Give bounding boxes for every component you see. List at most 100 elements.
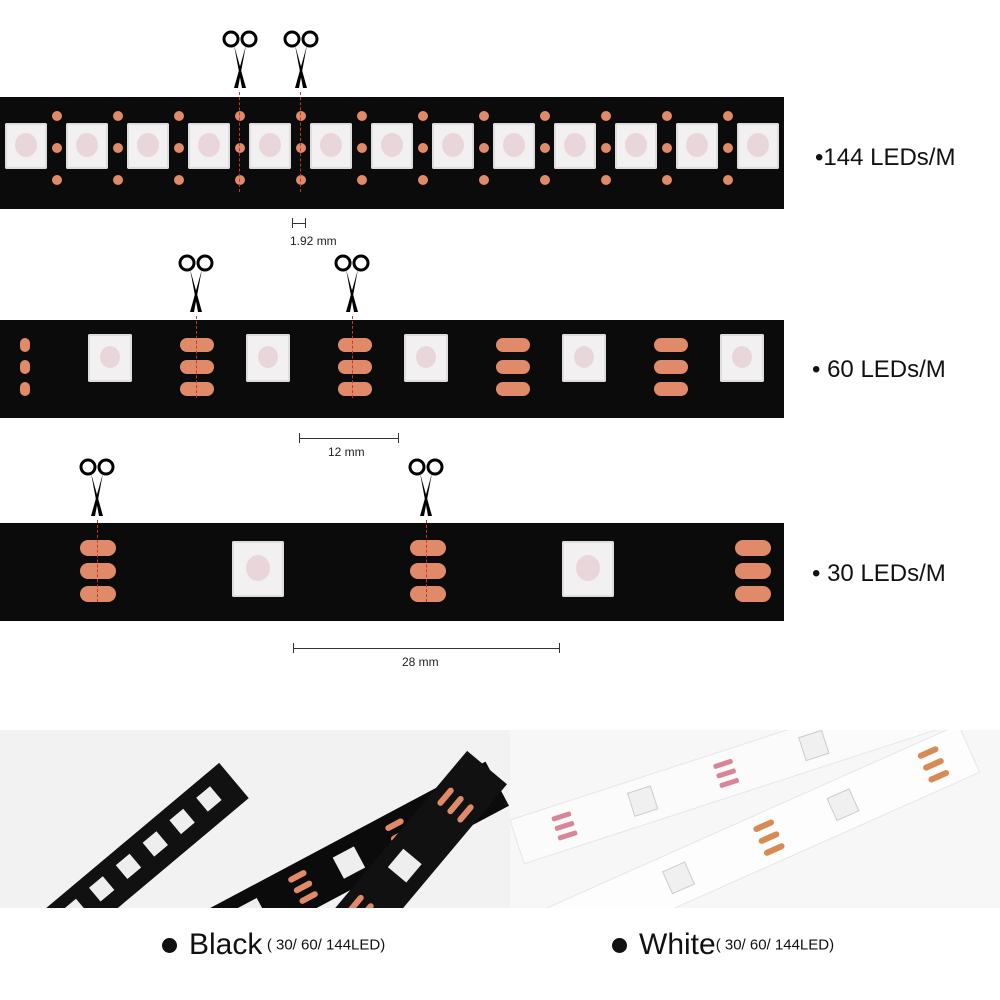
solder-pad xyxy=(601,175,611,185)
solder-pad xyxy=(540,143,550,153)
spacing-label-144: 1.92 mm xyxy=(290,234,337,248)
strip-60-leds xyxy=(0,320,784,418)
black-strips-photo xyxy=(0,730,510,908)
solder-pad xyxy=(338,338,372,352)
cut-line xyxy=(196,316,197,398)
solder-pad xyxy=(479,175,489,185)
led-chip xyxy=(554,123,596,169)
solder-pad xyxy=(338,382,372,396)
led-lens xyxy=(442,133,464,157)
led-lens xyxy=(137,133,159,157)
density-text: 30 LEDs/M xyxy=(827,560,946,587)
led-chip xyxy=(371,123,413,169)
solder-pad xyxy=(540,175,550,185)
density-text: 60 LEDs/M xyxy=(827,356,946,383)
density-label-30: • 30 LEDs/M xyxy=(812,560,946,588)
led-lens xyxy=(381,133,403,157)
led-chip xyxy=(232,541,284,597)
solder-pad xyxy=(735,540,771,556)
led-chip xyxy=(562,334,606,382)
led-chip xyxy=(404,334,448,382)
solder-pad xyxy=(113,143,123,153)
led-lens xyxy=(574,346,594,368)
led-lens xyxy=(320,133,342,157)
solder-pad xyxy=(235,143,245,153)
bullet: • xyxy=(812,356,821,383)
scissors-icon xyxy=(408,458,444,523)
solder-pad xyxy=(410,586,446,602)
solder-pad xyxy=(723,143,733,153)
led-chip xyxy=(562,541,614,597)
solder-pad xyxy=(418,143,428,153)
led-chip xyxy=(246,334,290,382)
led-chip xyxy=(188,123,230,169)
led-lens xyxy=(564,133,586,157)
solder-pad xyxy=(654,360,688,374)
led-lens xyxy=(732,346,752,368)
solder-pad xyxy=(52,175,62,185)
solder-pad xyxy=(496,338,530,352)
white-label: White xyxy=(639,928,716,961)
solder-pad xyxy=(296,111,306,121)
black-variant-label: Black ( 30/ 60/ 144LED) xyxy=(162,928,385,962)
led-chip xyxy=(493,123,535,169)
led-lens xyxy=(503,133,525,157)
strip-144-leds xyxy=(0,97,784,209)
solder-pad xyxy=(296,175,306,185)
bullet-dot xyxy=(612,937,627,953)
solder-pad xyxy=(52,111,62,121)
scissors-icon xyxy=(178,254,214,319)
led-lens xyxy=(198,133,220,157)
solder-pad xyxy=(52,143,62,153)
strip-30-leds xyxy=(0,523,784,621)
solder-pad xyxy=(357,175,367,185)
density-label-144: •144 LEDs/M xyxy=(815,144,955,172)
solder-pad xyxy=(496,360,530,374)
cut-line xyxy=(426,520,427,602)
solder-pad xyxy=(418,175,428,185)
dimension-line xyxy=(292,223,305,224)
scissors-icon xyxy=(222,30,258,95)
solder-pad xyxy=(180,360,214,374)
dimension-line xyxy=(299,438,398,439)
solder-pad xyxy=(113,111,123,121)
led-chip xyxy=(249,123,291,169)
solder-pad xyxy=(80,586,116,602)
solder-pad xyxy=(662,111,672,121)
solder-pad xyxy=(410,540,446,556)
led-lens xyxy=(576,555,600,581)
bullet: • xyxy=(812,560,821,587)
led-lens xyxy=(15,133,37,157)
solder-pad xyxy=(235,175,245,185)
solder-pad xyxy=(418,111,428,121)
solder-pad xyxy=(540,111,550,121)
led-lens xyxy=(259,133,281,157)
solder-pad xyxy=(235,111,245,121)
black-sub-label: ( 30/ 60/ 144LED) xyxy=(266,936,386,954)
solder-pad xyxy=(20,338,30,352)
led-chip xyxy=(127,123,169,169)
density-text: 144 LEDs/M xyxy=(823,144,956,171)
cut-line xyxy=(352,316,353,398)
white-strips-photo xyxy=(510,730,1000,908)
solder-pad xyxy=(723,175,733,185)
solder-pad xyxy=(735,563,771,579)
solder-pad xyxy=(654,382,688,396)
led-lens xyxy=(258,346,278,368)
dimension-line xyxy=(293,648,559,649)
cut-line xyxy=(300,92,301,192)
led-chip xyxy=(66,123,108,169)
solder-pad xyxy=(601,111,611,121)
solder-pad xyxy=(654,338,688,352)
led-lens xyxy=(625,133,647,157)
solder-pad xyxy=(662,143,672,153)
solder-pad xyxy=(180,338,214,352)
spacing-label-30: 28 mm xyxy=(402,655,439,669)
solder-pad xyxy=(113,175,123,185)
dimension-tick xyxy=(398,433,399,443)
black-label: Black xyxy=(189,928,263,961)
solder-pad xyxy=(357,143,367,153)
solder-pad xyxy=(735,586,771,602)
spacing-label-60: 12 mm xyxy=(328,445,365,459)
cut-line xyxy=(239,92,240,192)
